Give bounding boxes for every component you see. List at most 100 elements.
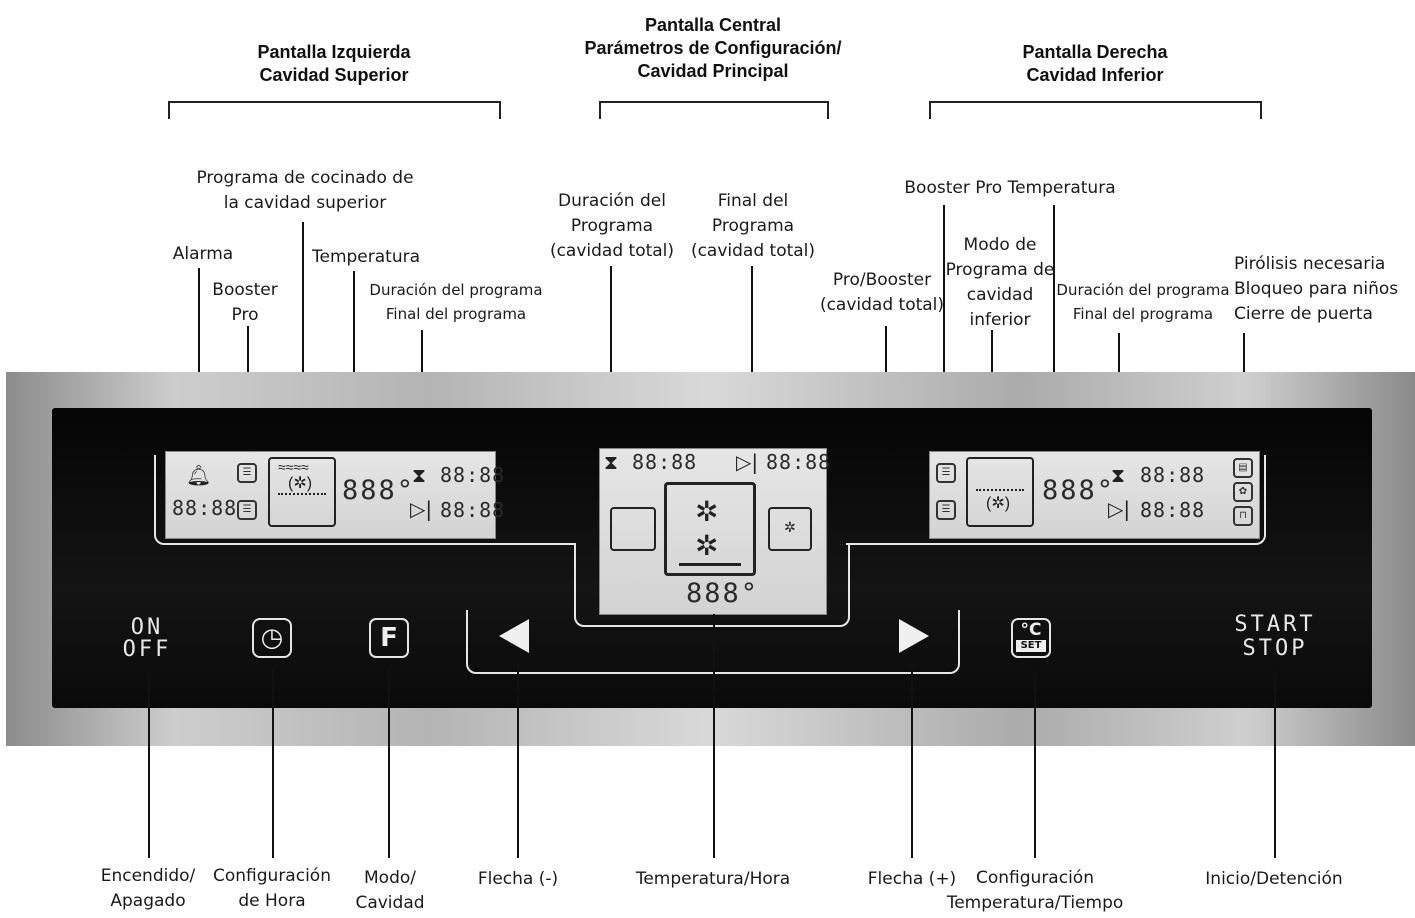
door-lock-icon: ⊓ bbox=[1233, 506, 1253, 526]
right-temp-readout: 888° bbox=[1042, 475, 1116, 506]
leader-booster-pro-temp bbox=[1053, 205, 1055, 455]
leader-set bbox=[1034, 670, 1036, 858]
section-title-center: Pantalla Central Parámetros de Configura… bbox=[584, 15, 842, 81]
label-duration-end-right: Duración del programa Final del programa bbox=[1056, 281, 1230, 323]
label-pro-booster-total: Pro/Booster (cavidad total) bbox=[819, 270, 945, 315]
center-small-fan-icon: ✲ bbox=[784, 519, 796, 535]
right-hourglass-icon: ⧗ bbox=[1111, 463, 1126, 487]
center-main-cavity-icon: ✲ ✲ bbox=[664, 482, 756, 576]
hourglass-icon: ⧗ bbox=[412, 463, 427, 487]
left-duration-readout: 88:88 bbox=[440, 463, 506, 487]
pyrolysis-icon: ▤ bbox=[1233, 458, 1253, 478]
start-text: START bbox=[1234, 612, 1316, 637]
label-lower-mode: Modo de Programa de cavidad inferior bbox=[945, 235, 1055, 330]
center-end-readout: 88:88 bbox=[766, 450, 832, 474]
stop-text: STOP bbox=[1242, 636, 1308, 661]
left-time-readout: 88:88 bbox=[172, 496, 238, 520]
leader-upper-program bbox=[302, 222, 304, 458]
center-display bbox=[599, 448, 827, 615]
center-temp-readout: 888° bbox=[686, 578, 760, 609]
leader-alarm bbox=[198, 268, 200, 453]
bell-icon: 🔔︎ bbox=[186, 463, 212, 487]
label-duration-total: Duración del Programa (cavidad total) bbox=[549, 191, 675, 261]
center-left-cavity-icon bbox=[610, 507, 656, 551]
leader-duration-total bbox=[610, 266, 612, 452]
leader-arrow-plus bbox=[911, 662, 913, 858]
heat-wave-icon: ≈≈≈≈ bbox=[278, 459, 309, 475]
fan-icon: (✲) bbox=[288, 475, 313, 492]
leader-start-stop bbox=[1274, 670, 1276, 858]
leader-mode bbox=[388, 667, 390, 858]
set-label-text: SET bbox=[1016, 640, 1046, 652]
right-end-readout: 88:88 bbox=[1140, 498, 1206, 522]
center-duration-readout: 88:88 bbox=[632, 450, 698, 474]
label-clock: Configuración de Hora bbox=[213, 866, 331, 911]
mode-f-icon: F bbox=[380, 623, 398, 653]
leader-end-total bbox=[751, 266, 753, 452]
section-title-right: Pantalla Derecha Cavidad Inferior bbox=[1022, 42, 1168, 85]
set-degree-text: °C bbox=[1020, 620, 1042, 640]
booster-pro-icon: ☰ bbox=[237, 463, 257, 483]
clock-button[interactable]: ◷ bbox=[252, 618, 292, 658]
trace-display-outline-mid bbox=[574, 543, 850, 627]
trace-display-outline-right bbox=[846, 455, 1266, 545]
play-end-icon: ▷| bbox=[410, 497, 433, 521]
on-text: ON bbox=[130, 615, 164, 640]
label-alarm: Alarma bbox=[172, 244, 234, 264]
left-display bbox=[165, 451, 496, 539]
upper-cavity-icon: ≈≈≈≈ (✲) bbox=[268, 457, 336, 527]
bracket-right bbox=[929, 101, 1262, 119]
lower-dotted-rack bbox=[976, 489, 1024, 491]
label-set: Configuración Temperatura/Tiempo bbox=[946, 868, 1124, 913]
right-display bbox=[929, 451, 1260, 539]
center-bottom-heater bbox=[679, 563, 741, 566]
clock-icon: ◷ bbox=[260, 623, 284, 653]
left-temp-readout: 888° bbox=[342, 475, 416, 506]
booster-pro-total-icon: ☰ bbox=[237, 500, 257, 520]
mode-button[interactable]: F bbox=[369, 618, 409, 658]
label-end-total: Final del Programa (cavidad total) bbox=[690, 191, 816, 261]
trace-display-outline bbox=[154, 455, 576, 545]
dotted-rack bbox=[278, 493, 326, 495]
leader-arrow-minus bbox=[517, 662, 519, 858]
arrow-minus-button[interactable] bbox=[499, 619, 529, 653]
label-temp-time: Temperatura/Hora bbox=[635, 869, 791, 889]
label-arrow-plus: Flecha (+) bbox=[867, 869, 957, 889]
leader-temp-time bbox=[713, 614, 715, 858]
center-right-cavity-icon: ✲ bbox=[768, 507, 812, 551]
center-hourglass-icon: ⧗ bbox=[604, 450, 619, 474]
section-title-left: Pantalla Izquierda Cavidad Superior bbox=[257, 42, 411, 85]
label-upper-program: Programa de cocinado de la cavidad super… bbox=[196, 168, 414, 213]
center-play-end-icon: ▷| bbox=[736, 450, 759, 474]
child-lock-icon: ✿ bbox=[1233, 482, 1253, 502]
left-end-readout: 88:88 bbox=[440, 498, 506, 522]
off-text: OFF bbox=[122, 637, 172, 662]
bracket-left bbox=[168, 101, 501, 119]
right-booster-pro-icon: ☰ bbox=[936, 463, 956, 483]
leader-booster-pro-right bbox=[943, 205, 945, 463]
lower-cavity-icon: (✲) bbox=[966, 457, 1034, 527]
arrow-plus-button[interactable] bbox=[899, 619, 929, 653]
lower-fan-icon: (✲) bbox=[986, 495, 1011, 512]
center-fan-bottom-icon: ✲ bbox=[695, 530, 719, 561]
label-booster-pro: Booster Pro bbox=[212, 280, 278, 325]
label-right-status: Pirólisis necesaria Bloqueo para niños C… bbox=[1234, 254, 1399, 324]
set-button[interactable]: °C SET bbox=[1011, 618, 1051, 658]
start-stop-button[interactable]: START STOP bbox=[1224, 614, 1326, 662]
label-mode: Modo/ Cavidad bbox=[355, 868, 425, 913]
leader-temperature bbox=[353, 271, 355, 454]
label-booster-pro-temp: Booster Pro Temperatura bbox=[904, 178, 1116, 198]
center-fan-top-icon: ✲ bbox=[695, 496, 719, 527]
on-off-button[interactable]: ON OFF bbox=[116, 617, 178, 665]
leader-on-off bbox=[148, 672, 150, 858]
label-temperature: Temperatura bbox=[311, 247, 421, 267]
right-play-end-icon: ▷| bbox=[1108, 497, 1131, 521]
right-duration-readout: 88:88 bbox=[1140, 463, 1206, 487]
bracket-center bbox=[599, 101, 829, 119]
label-duration-end-left: Duración del programa Final del programa bbox=[369, 281, 543, 323]
right-pro-booster-total-icon: ☰ bbox=[936, 500, 956, 520]
leader-clock bbox=[272, 667, 274, 858]
label-on-off: Encendido/ Apagado bbox=[100, 866, 196, 911]
label-arrow-minus: Flecha (-) bbox=[477, 869, 559, 889]
label-start-stop: Inicio/Detención bbox=[1205, 869, 1343, 889]
